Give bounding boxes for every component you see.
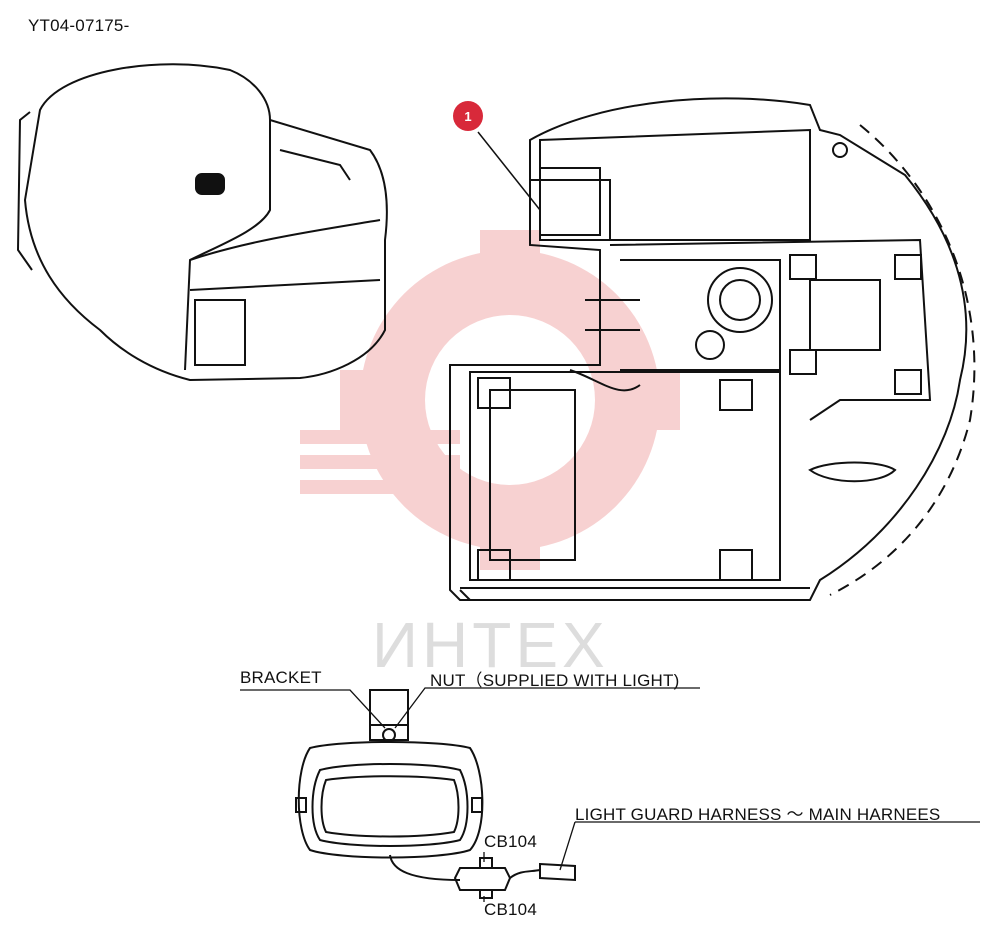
cab-cover-drawing bbox=[16, 63, 388, 382]
part-code: YT04-07175- bbox=[28, 16, 130, 35]
label-leaders bbox=[240, 687, 980, 902]
nut-label: NUT（SUPPLIED WITH LIGHT) bbox=[430, 671, 680, 690]
watermark-text: ИНТЕХ bbox=[372, 609, 609, 681]
work-light-drawing bbox=[295, 689, 576, 899]
bracket-label: BRACKET bbox=[240, 668, 322, 687]
connector-label-top: CB104 bbox=[484, 832, 537, 851]
callout-leader bbox=[477, 131, 541, 211]
harness-label: LIGHT GUARD HARNESS ～ MAIN HARNEES bbox=[575, 805, 941, 824]
connector-label-bottom: CB104 bbox=[484, 900, 537, 919]
callout-marker-1[interactable]: 1 bbox=[453, 101, 483, 131]
upper-frame-drawing bbox=[449, 97, 976, 601]
